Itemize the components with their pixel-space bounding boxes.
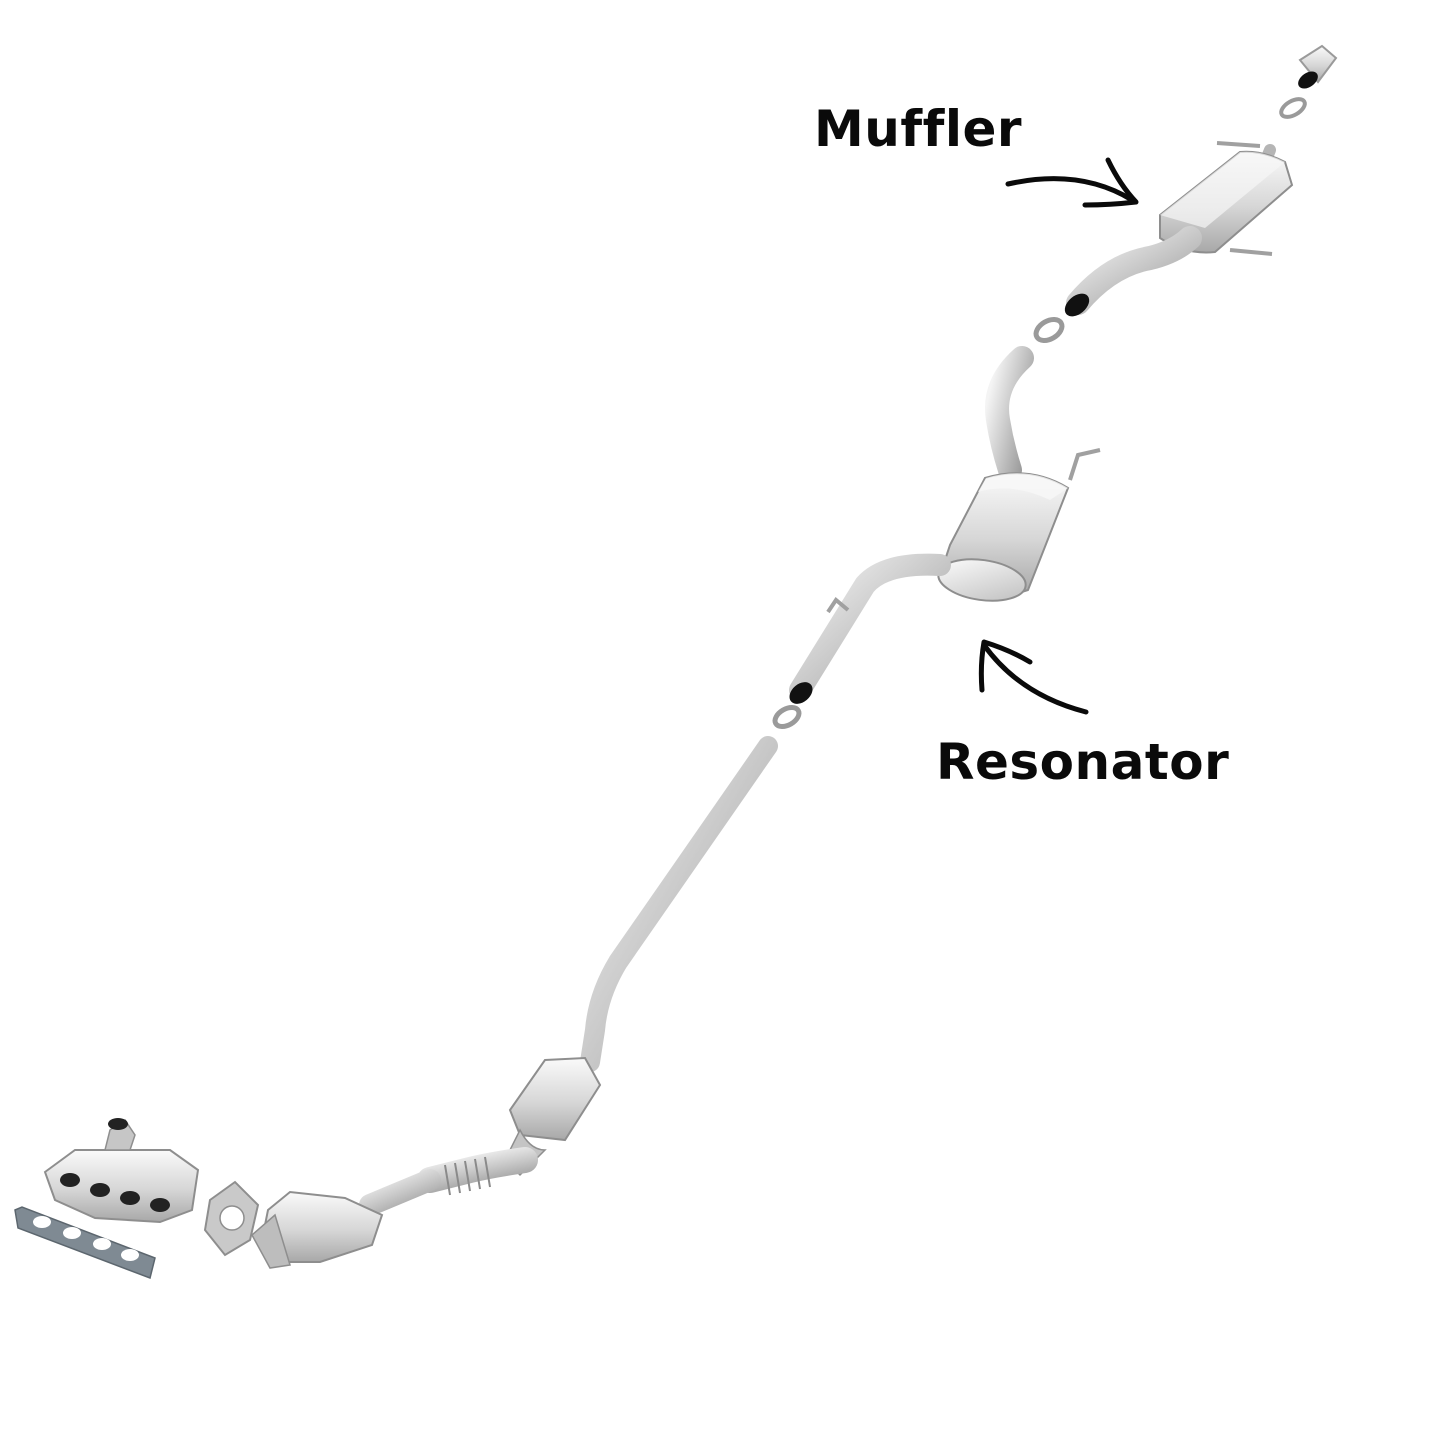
exhaust-manifold <box>43 1118 200 1224</box>
tip-clamp <box>1279 97 1307 119</box>
muffler-inlet-pipe <box>1064 226 1202 317</box>
tailpipe-tip <box>1298 44 1338 89</box>
front-catalytic-converter <box>251 1190 384 1269</box>
manifold-gasket <box>14 1206 156 1280</box>
flange-gasket <box>203 1180 260 1257</box>
curved-arrow-icon <box>1005 157 1139 208</box>
pipe-clamp-middle <box>772 705 802 729</box>
resonator <box>937 448 1101 602</box>
front-pipe <box>580 736 778 1072</box>
curved-arrow-icon <box>978 639 1089 715</box>
resonator-label: Resonator <box>936 733 1230 791</box>
pipe-clamp-upper <box>1033 317 1065 343</box>
resonator-outlet-pipe <box>985 346 1034 482</box>
resonator-inlet-pipe <box>789 553 951 704</box>
muffler-label: Muffler <box>814 100 1023 158</box>
flex-pipe <box>359 1147 538 1216</box>
